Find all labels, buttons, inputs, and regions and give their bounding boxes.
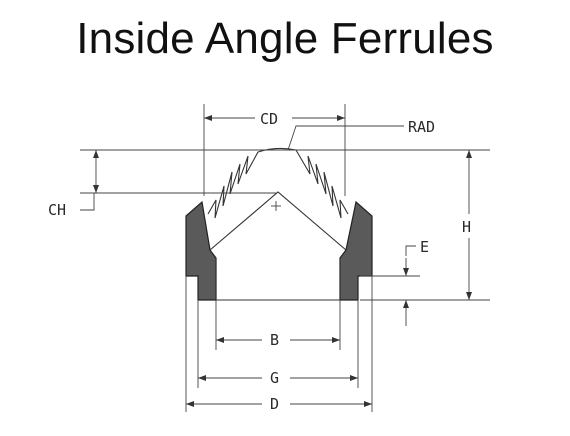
b-label: B (270, 331, 279, 349)
ch-leader-line (80, 193, 95, 211)
b-arrow-right (332, 337, 340, 343)
g-arrow-left (198, 375, 206, 381)
e-leader-line (405, 245, 416, 256)
d-arrow-left (186, 401, 194, 407)
right-spring-coil (295, 149, 349, 219)
h-arrow-top (466, 150, 472, 158)
spring-top-arc (257, 147, 297, 153)
g-arrow-right (350, 375, 358, 381)
right-wall-section (339, 200, 373, 301)
ch-label: CH (48, 201, 66, 219)
cd-arrow-right (337, 115, 345, 121)
e-label: E (420, 238, 429, 256)
inside-angle-outline (209, 191, 347, 251)
g-label: G (270, 369, 279, 387)
rad-leader-line (287, 125, 404, 151)
e-arrow-bottom (403, 300, 409, 308)
e-arrow-top (403, 268, 409, 276)
left-wall-section (185, 200, 217, 301)
ch-arrow-bottom (93, 185, 99, 193)
page-title: Inside Angle Ferrules (76, 14, 494, 63)
rad-label: RAD (408, 118, 435, 136)
ch-arrow-top (93, 150, 99, 158)
d-arrow-right (364, 401, 372, 407)
cd-label: CD (260, 110, 278, 128)
b-arrow-left (216, 337, 224, 343)
d-label: D (270, 395, 279, 413)
h-label: H (462, 218, 471, 236)
cd-arrow-left (204, 115, 212, 121)
h-arrow-bottom (466, 292, 472, 300)
left-spring-coil (207, 151, 259, 219)
